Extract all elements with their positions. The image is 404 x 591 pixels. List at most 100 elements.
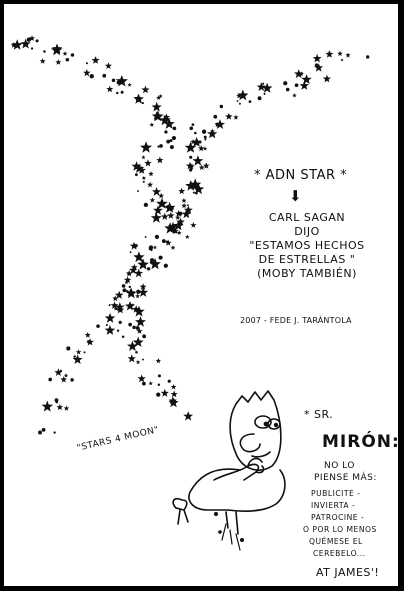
star-dot xyxy=(143,202,149,208)
star-shape xyxy=(84,331,91,338)
star-shape xyxy=(163,118,175,129)
sign-line: INVIERTA - xyxy=(311,501,356,510)
star-shape xyxy=(163,201,176,213)
character-mouth xyxy=(251,451,271,458)
star-dot xyxy=(238,102,241,105)
star-shape xyxy=(198,164,205,171)
star-shape xyxy=(144,159,152,167)
star-dot xyxy=(38,430,42,435)
star-shape xyxy=(127,340,138,351)
star-dot xyxy=(248,100,252,104)
star-shape xyxy=(261,82,273,93)
star-shape xyxy=(198,145,205,152)
star-dot xyxy=(219,104,224,109)
star-shape xyxy=(41,400,54,412)
star-shape xyxy=(139,283,147,290)
star-dot xyxy=(128,322,132,327)
star-shape xyxy=(135,316,146,327)
star-dot xyxy=(157,383,161,386)
star-dot xyxy=(73,355,76,358)
star-shape xyxy=(190,139,196,145)
star-shape xyxy=(160,388,169,397)
star-dot xyxy=(366,55,370,59)
star-shape xyxy=(123,276,132,284)
star-shape xyxy=(141,155,146,160)
star-shape xyxy=(207,128,218,139)
star-shape xyxy=(54,368,63,376)
star-dot xyxy=(201,129,207,134)
sign-title-miron: MIRÓN: xyxy=(322,432,398,452)
star-shape xyxy=(152,111,161,120)
star-shape xyxy=(141,175,147,180)
star-shape xyxy=(127,82,132,87)
star-dot xyxy=(70,378,74,382)
star-dot xyxy=(194,191,198,195)
star-shape xyxy=(176,217,185,226)
star-shape xyxy=(185,234,190,239)
star-shape xyxy=(164,222,177,234)
star-shape xyxy=(113,306,119,311)
star-dot xyxy=(198,140,202,144)
star-dot xyxy=(157,145,160,148)
star-dot xyxy=(263,92,266,95)
star-shape xyxy=(190,222,197,228)
sign-line: PUBLICITE - xyxy=(311,489,361,498)
star-shape xyxy=(60,376,68,383)
star-dot xyxy=(135,350,138,354)
quote-line: DE ESTRELLAS " xyxy=(258,253,356,266)
star-dot xyxy=(314,63,318,67)
star-dot xyxy=(159,144,163,148)
star-dot xyxy=(154,234,160,240)
star-shape xyxy=(214,119,225,129)
character-head xyxy=(229,390,282,471)
star-dot xyxy=(285,87,290,92)
character-body xyxy=(188,468,286,512)
star-shape xyxy=(209,128,216,134)
sign-line: PIENSE MÁS: xyxy=(314,473,377,483)
star-dot xyxy=(157,374,161,378)
star-shape xyxy=(192,183,205,195)
author-credit: 2007 - FEDE J. TARÁNTOLA xyxy=(240,316,352,325)
star-shape xyxy=(149,197,156,203)
star-dot xyxy=(294,83,299,88)
star-shape xyxy=(55,59,62,65)
star-shape xyxy=(137,166,146,174)
star-dot xyxy=(118,320,122,325)
sign-line: QUÉMESE EL xyxy=(309,537,363,546)
star-shape xyxy=(202,146,208,151)
star-shape xyxy=(131,161,142,171)
star-dot xyxy=(96,324,100,328)
quote-block: CARL SAGAN DIJO "ESTAMOS HECHOS DE ESTRE… xyxy=(242,211,372,281)
star-shape xyxy=(237,89,249,101)
sign-line: NO LO xyxy=(324,461,355,471)
star-shape xyxy=(176,230,182,235)
star-dot xyxy=(55,400,59,404)
star-dot xyxy=(41,428,46,432)
star-dot xyxy=(189,155,193,159)
star-shape xyxy=(183,205,193,215)
star-dot xyxy=(194,131,197,135)
star-shape xyxy=(112,295,119,302)
star-shape xyxy=(137,374,146,383)
star-shape xyxy=(186,161,195,170)
star-dot xyxy=(120,90,124,94)
sign-lines-block: PUBLICITE - INVIERTA - PATROCINE - O POR… xyxy=(303,488,377,560)
star-dot xyxy=(89,74,94,79)
star-shape xyxy=(184,141,197,153)
drawing-frame: * ADN STAR * ⬇ CARL SAGAN DIJO "ESTAMOS … xyxy=(4,4,398,586)
star-shape xyxy=(110,301,119,309)
star-shape xyxy=(125,301,135,311)
sign-title-sr: * SR. xyxy=(304,408,334,421)
character-eye-left xyxy=(254,415,272,429)
star-shape xyxy=(140,141,153,153)
star-dot xyxy=(134,173,138,177)
star-dot xyxy=(132,325,136,330)
star-dot xyxy=(262,82,265,85)
star-shape xyxy=(185,180,197,191)
cartoon-character xyxy=(172,390,286,551)
star-dot xyxy=(65,58,70,62)
star-helix xyxy=(10,35,370,435)
star-shape xyxy=(11,39,23,50)
star-shape xyxy=(83,68,91,77)
star-shape xyxy=(170,390,178,398)
